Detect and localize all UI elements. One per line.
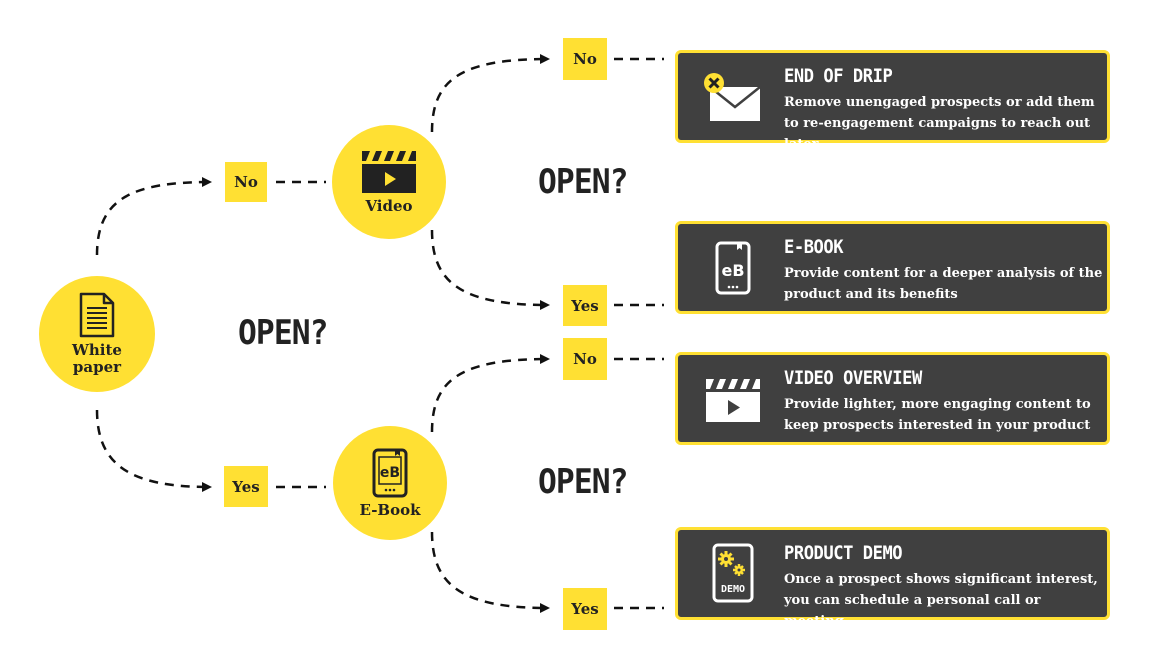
branch-video-no: No [563, 38, 607, 80]
question-whitepaper: OPEN? [238, 313, 328, 353]
card-product-demo-title: PRODUCT DEMO [784, 542, 903, 564]
connector-wp-yes [95, 409, 212, 492]
card-ebook: eB E-BOOK Provide content for a deeper a… [675, 221, 1110, 314]
video-clapper-white-icon [706, 379, 760, 422]
branch-video-yes: Yes [563, 285, 607, 326]
connector-ebook-yes [430, 531, 550, 613]
question-video: OPEN? [538, 162, 628, 202]
email-x-icon [704, 73, 761, 121]
demo-tablet-icon: DEMO [712, 543, 754, 603]
svg-text:eB: eB [721, 261, 744, 280]
card-product-demo: DEMO PRODUCT DEMO Once a prospect shows … [675, 527, 1110, 629]
card-ebook-title: E-BOOK [784, 236, 844, 258]
svg-text:eB: eB [380, 465, 400, 481]
ebook-tablet-white-icon: eB [715, 241, 751, 295]
branch-ebook-yes: Yes [563, 588, 607, 630]
node-whitepaper: White paper [39, 276, 155, 392]
ebook-tablet-icon: eB [372, 448, 408, 497]
branch-ebook-no: No [563, 338, 607, 380]
card-ebook-desc: Provide content for a deeper analysis of… [784, 266, 1103, 302]
branch-wp-yes: Yes [224, 466, 268, 507]
card-video-overview: VIDEO OVERVIEW Provide lighter, more eng… [675, 352, 1110, 445]
connector-video-yes [430, 229, 550, 310]
card-end-of-drip-desc: Remove unengaged prospects or add them t… [784, 95, 1095, 152]
document-icon [79, 292, 115, 338]
node-ebook: eB E-Book [333, 426, 447, 540]
svg-text:DEMO: DEMO [721, 584, 745, 595]
node-ebook-label: E-Book [359, 500, 421, 519]
connector-video-no [430, 54, 550, 133]
connector-ebook-no [430, 354, 550, 433]
card-end-of-drip: END OF DRIP Remove unengaged prospects o… [675, 50, 1110, 152]
video-clapper-icon [362, 150, 416, 193]
card-video-overview-title: VIDEO OVERVIEW [784, 367, 922, 389]
card-product-demo-desc: Once a prospect shows significant intere… [784, 572, 1098, 629]
node-whitepaper-label: White paper [72, 341, 122, 376]
node-video-label: Video [365, 196, 413, 215]
card-video-overview-desc: Provide lighter, more engaging content t… [784, 397, 1091, 433]
connector-wp-no [95, 177, 212, 256]
card-end-of-drip-title: END OF DRIP [784, 65, 893, 87]
question-ebook: OPEN? [538, 462, 628, 502]
node-video: Video [332, 125, 446, 239]
branch-wp-no: No [225, 162, 267, 202]
